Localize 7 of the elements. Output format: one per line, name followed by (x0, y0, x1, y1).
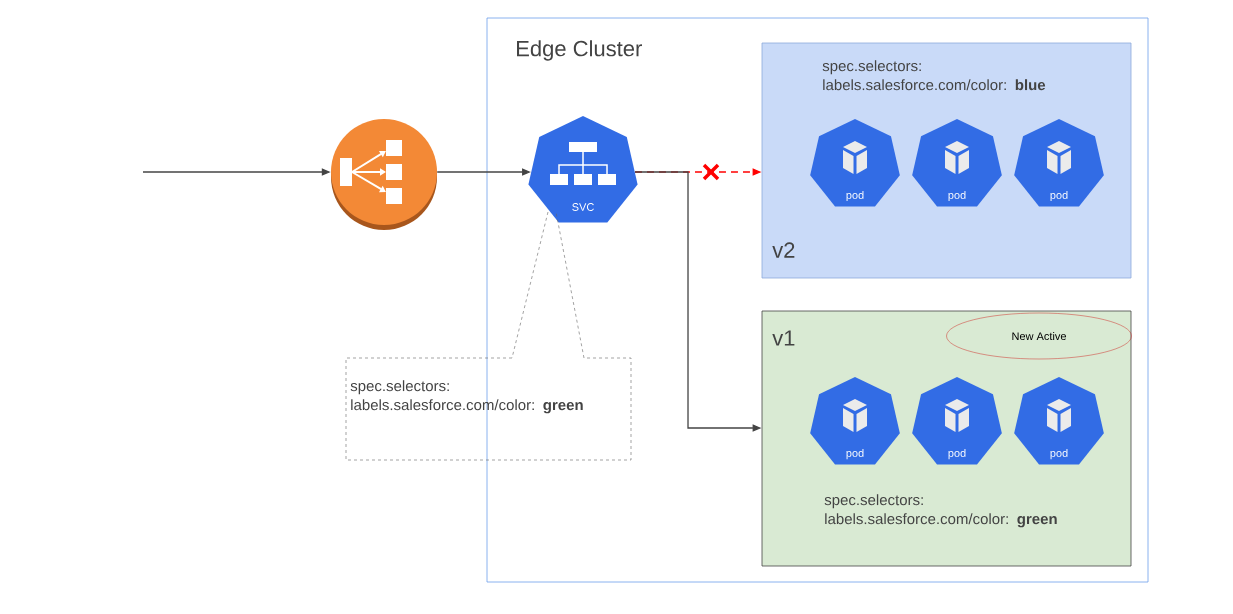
selector-text: spec.selectors: labels.salesforce.com/color: blue (822, 60, 1046, 91)
box-title: v1 (772, 330, 795, 346)
load-balancer-icon (331, 119, 437, 230)
box-title: v2 (772, 242, 795, 258)
selector-text: spec.selectors: labels.salesforce.com/color: green (824, 494, 1057, 528)
box-title: Edge Cluster (517, 40, 642, 61)
selector-text: spec.selectors: labels.salesforce.com/color: green (350, 380, 583, 414)
